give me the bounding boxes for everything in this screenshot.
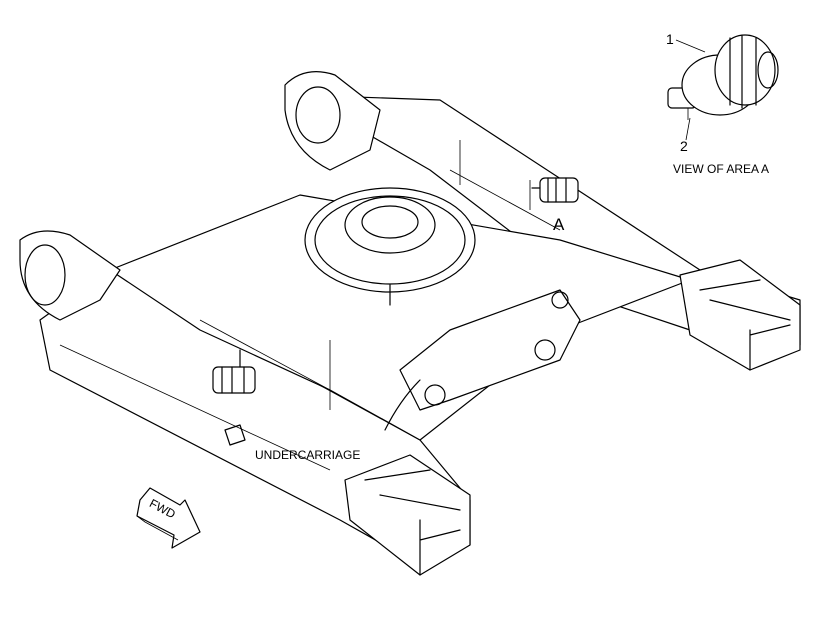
- area-a-marker: A: [553, 215, 565, 234]
- callout-2: 2: [680, 138, 688, 154]
- carrier-roller-lower: [212, 349, 256, 394]
- fwd-arrow-icon: FWD: [136, 487, 201, 549]
- callout-1: 1: [666, 31, 674, 47]
- frame-body: [19, 71, 801, 576]
- carrier-roller-upper: [531, 177, 579, 203]
- roller-icon: [667, 34, 779, 120]
- view-of-area-a-title: VIEW OF AREA A: [673, 162, 769, 176]
- undercarriage-label: UNDERCARRIAGE: [255, 448, 360, 462]
- callout-1-leader: [675, 39, 706, 53]
- callout-2-leader: [685, 117, 691, 141]
